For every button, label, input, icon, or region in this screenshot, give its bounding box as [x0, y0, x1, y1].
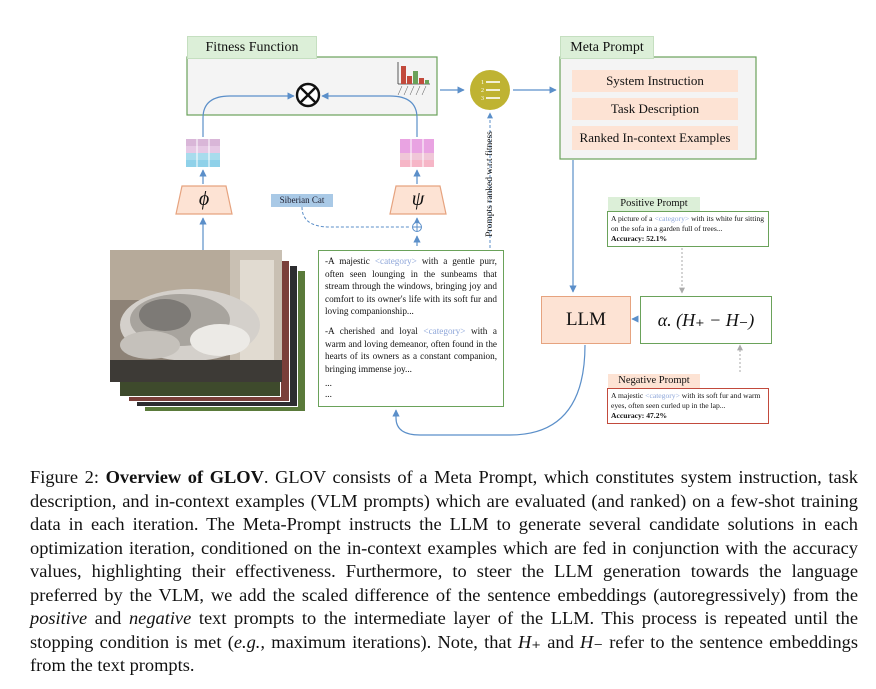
ranked-list-icon: 1 2 3: [470, 70, 510, 110]
siberian-cat-label: Siberian Cat: [271, 194, 333, 207]
otimes-icon: [295, 82, 321, 108]
fitness-function-label: Fitness Function: [187, 36, 317, 59]
positive-accuracy: Accuracy: 52.1%: [611, 234, 668, 243]
image-embedding-grid: [186, 139, 220, 167]
training-images-stack: [110, 250, 310, 412]
positive-prompt-box: A picture of a <category> with its white…: [607, 211, 769, 247]
svg-text:2: 2: [481, 88, 484, 94]
figure-caption: Figure 2: Overview of GLOV. GLOV consist…: [30, 467, 859, 675]
positive-prompt-label: Positive Prompt: [608, 197, 700, 211]
meta-prompt-label: Meta Prompt: [560, 36, 654, 59]
negative-prompt-box: A majestic <category> with its soft fur …: [607, 388, 769, 424]
steering-vector-block: α. (H₊ − H₋): [640, 296, 772, 344]
negative-prompt-label: Negative Prompt: [608, 374, 700, 388]
bar-chart-icon: [397, 62, 430, 96]
system-instruction-item: System Instruction: [572, 70, 738, 92]
psi-encoder: [389, 185, 447, 215]
svg-text:1: 1: [481, 80, 484, 86]
ellipsis: ...: [325, 378, 332, 389]
cat-photo: [110, 250, 282, 382]
phi-encoder: [175, 185, 233, 215]
ranked-examples-item: Ranked In-context Examples: [572, 126, 738, 150]
phi-symbol: ϕ: [198, 188, 210, 210]
text-embedding-grid: [400, 139, 434, 167]
description-item: -A majestic <category> with a gentle pur…: [325, 256, 497, 317]
ranked-fitness-label: Prompts ranked w.r.t fitness: [485, 131, 495, 237]
description-item: -A cherished and loyal <category> with a…: [325, 325, 497, 374]
generated-descriptions-box: -A majestic <category> with a gentle pur…: [318, 250, 504, 407]
ellipsis: ...: [325, 389, 332, 400]
llm-block: LLM: [541, 296, 631, 344]
oplus-icon: [412, 222, 422, 232]
glov-overview-figure: 1 2 3: [110, 36, 772, 436]
svg-text:3: 3: [481, 96, 484, 102]
negative-accuracy: Accuracy: 47.2%: [611, 411, 668, 420]
task-description-item: Task Description: [572, 98, 738, 120]
psi-symbol: ψ: [411, 188, 425, 210]
